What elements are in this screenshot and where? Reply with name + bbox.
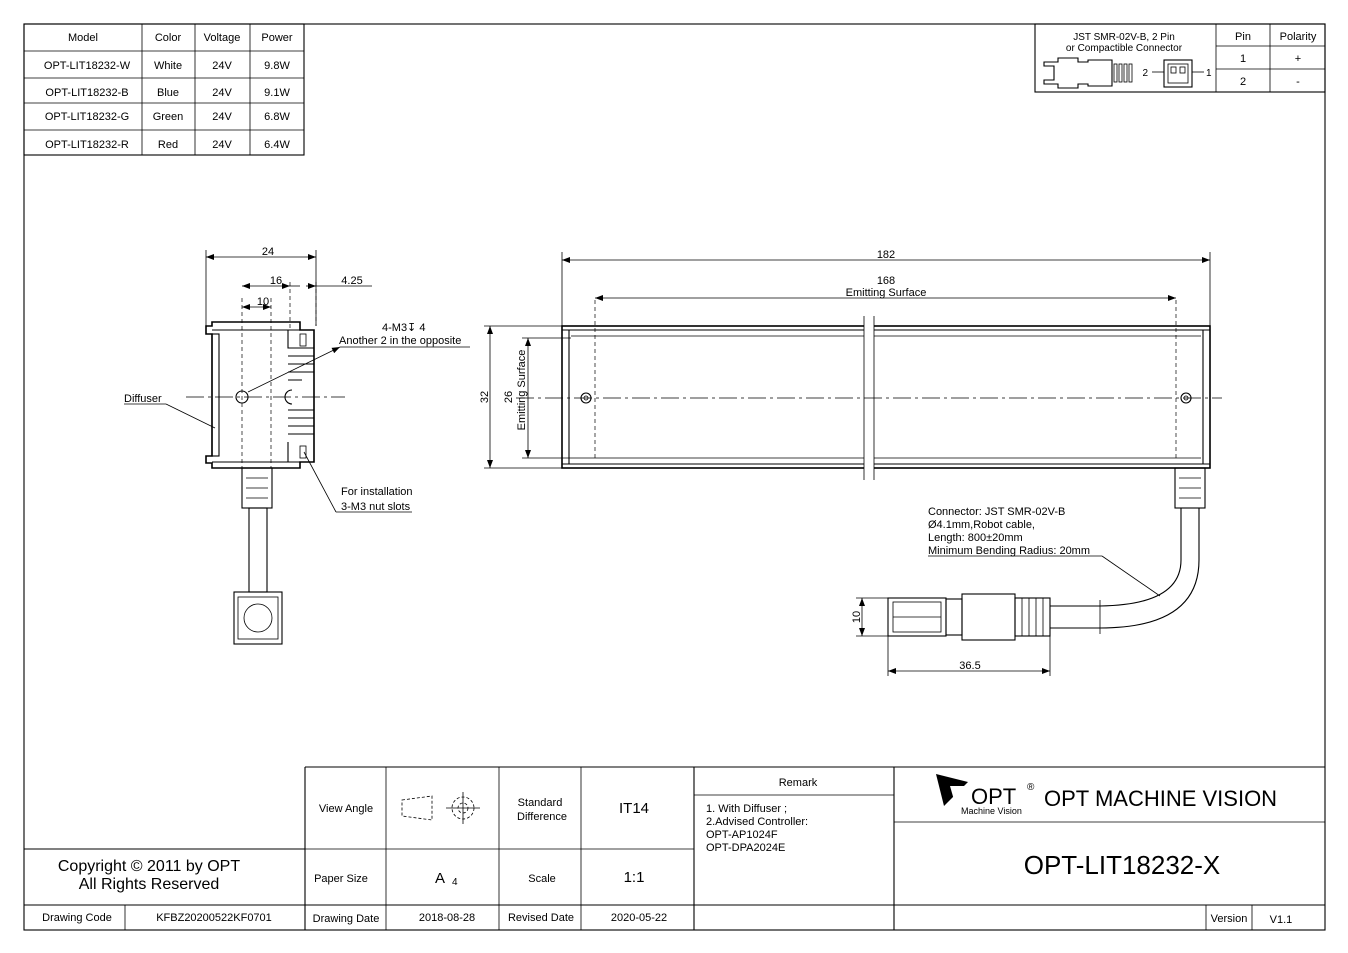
sheet-border xyxy=(23,23,1326,931)
table-cell: 24V xyxy=(212,139,232,151)
dim-168: 168 xyxy=(877,275,895,287)
standard-difference: IT14 xyxy=(619,800,649,817)
connector-label: or Compactible Connector xyxy=(1066,43,1183,54)
paper-size-label: Paper Size xyxy=(314,873,368,885)
cable-note: Ø4.1mm,Robot cable, xyxy=(928,519,1035,531)
install-note: 3-M3 nut slots xyxy=(341,501,411,513)
paper-size: A xyxy=(435,870,445,887)
revised-date-label: Revised Date xyxy=(508,912,574,924)
remark-line: OPT-AP1024F xyxy=(706,829,778,841)
table-cell: 24V xyxy=(212,60,232,72)
version-label: Version xyxy=(1211,913,1248,925)
scale-value: 1:1 xyxy=(624,869,645,886)
logo-registered: ® xyxy=(1027,782,1035,793)
cable-note: Connector: JST SMR-02V-B xyxy=(928,506,1065,518)
model-table: Model Color Voltage Power OPT-LIT18232-W… xyxy=(23,23,305,156)
dim-24: 24 xyxy=(262,246,274,258)
table-cell: 9.1W xyxy=(264,87,290,99)
table-cell: 6.4W xyxy=(264,139,290,151)
hole-note: 4-M3↧ 4 xyxy=(382,322,425,334)
diffuser-label: Diffuser xyxy=(124,393,162,405)
projection-symbol-icon xyxy=(401,792,480,824)
hole-note: Another 2 in the opposite xyxy=(339,335,461,347)
copyright-line: Copyright © 2011 by OPT xyxy=(58,858,240,875)
remark-line: 1. With Diffuser ; xyxy=(706,803,787,815)
title-block xyxy=(24,766,1325,930)
cable-assembly xyxy=(856,467,1206,676)
model-header: Model xyxy=(68,32,98,44)
view-angle-label: View Angle xyxy=(319,803,373,815)
dim-36-5: 36.5 xyxy=(959,660,980,672)
table-cell: 1 xyxy=(1240,53,1246,65)
polarity-header: Polarity xyxy=(1280,31,1317,43)
part-number: OPT-LIT18232-X xyxy=(1024,850,1221,880)
table-cell: Green xyxy=(153,111,184,123)
dim-10-connector: 10 xyxy=(851,611,863,623)
table-cell: OPT-LIT18232-B xyxy=(45,87,128,99)
remark-line: 2.Advised Controller: xyxy=(706,816,808,828)
table-cell: 2 xyxy=(1240,76,1246,88)
company-name: OPT MACHINE VISION xyxy=(1044,786,1277,811)
table-cell: 9.8W xyxy=(264,60,290,72)
power-header: Power xyxy=(261,32,293,44)
connector-label: JST SMR-02V-B, 2 Pin xyxy=(1073,32,1175,43)
version-value: V1.1 xyxy=(1270,914,1293,926)
drawing-code: KFBZ20200522KF0701 xyxy=(156,912,272,924)
dim-16: 16 xyxy=(270,275,282,287)
cable-note: Length: 800±20mm xyxy=(928,532,1023,544)
side-view xyxy=(124,250,470,645)
front-view xyxy=(484,252,1222,480)
logo-subtitle: Machine Vision xyxy=(961,806,1022,816)
table-cell: 24V xyxy=(212,87,232,99)
dim-32: 32 xyxy=(479,391,491,403)
cable-note: Minimum Bending Radius: 20mm xyxy=(928,545,1090,557)
pin-2-label: 2 xyxy=(1142,68,1148,79)
standard-difference-label: Difference xyxy=(517,811,567,823)
install-note: For installation xyxy=(341,486,413,498)
color-header: Color xyxy=(155,32,182,44)
remark-label: Remark xyxy=(779,777,818,789)
table-cell: + xyxy=(1295,53,1301,65)
table-cell: Red xyxy=(158,139,178,151)
connector-icon xyxy=(1043,57,1204,89)
emitting-surface-label: Emitting Surface xyxy=(846,287,927,299)
copyright-line: All Rights Reserved xyxy=(79,876,220,893)
table-cell: Blue xyxy=(157,87,179,99)
dim-10: 10 xyxy=(257,296,269,308)
dim-182: 182 xyxy=(877,249,895,261)
table-cell: OPT-LIT18232-G xyxy=(45,111,129,123)
logo-text: OPT xyxy=(971,784,1016,809)
table-cell: - xyxy=(1296,76,1300,88)
table-cell: 6.8W xyxy=(264,111,290,123)
table-cell: OPT-LIT18232-W xyxy=(44,60,131,72)
pin-table: JST SMR-02V-B, 2 Pin or Compactible Conn… xyxy=(1034,23,1326,93)
pin-1-label: 1 xyxy=(1206,68,1212,79)
drawing-date-label: Drawing Date xyxy=(313,913,380,925)
drawing-date: 2018-08-28 xyxy=(419,912,475,924)
emitting-surface-vertical: Emitting Surface xyxy=(516,350,528,431)
table-cell: OPT-LIT18232-R xyxy=(45,139,129,151)
revised-date: 2020-05-22 xyxy=(611,912,667,924)
drawing-code-label: Drawing Code xyxy=(42,912,112,924)
pin-header: Pin xyxy=(1235,31,1251,43)
standard-difference-label: Standard xyxy=(518,797,563,809)
table-cell: 24V xyxy=(212,111,232,123)
dim-4-25: 4.25 xyxy=(341,275,362,287)
opt-logo xyxy=(936,774,968,806)
voltage-header: Voltage xyxy=(204,32,241,44)
remark-line: OPT-DPA2024E xyxy=(706,842,785,854)
scale-label: Scale xyxy=(528,873,556,885)
paper-size-sub: 4 xyxy=(452,877,458,888)
dim-26: 26 xyxy=(503,391,515,403)
table-cell: White xyxy=(154,60,182,72)
